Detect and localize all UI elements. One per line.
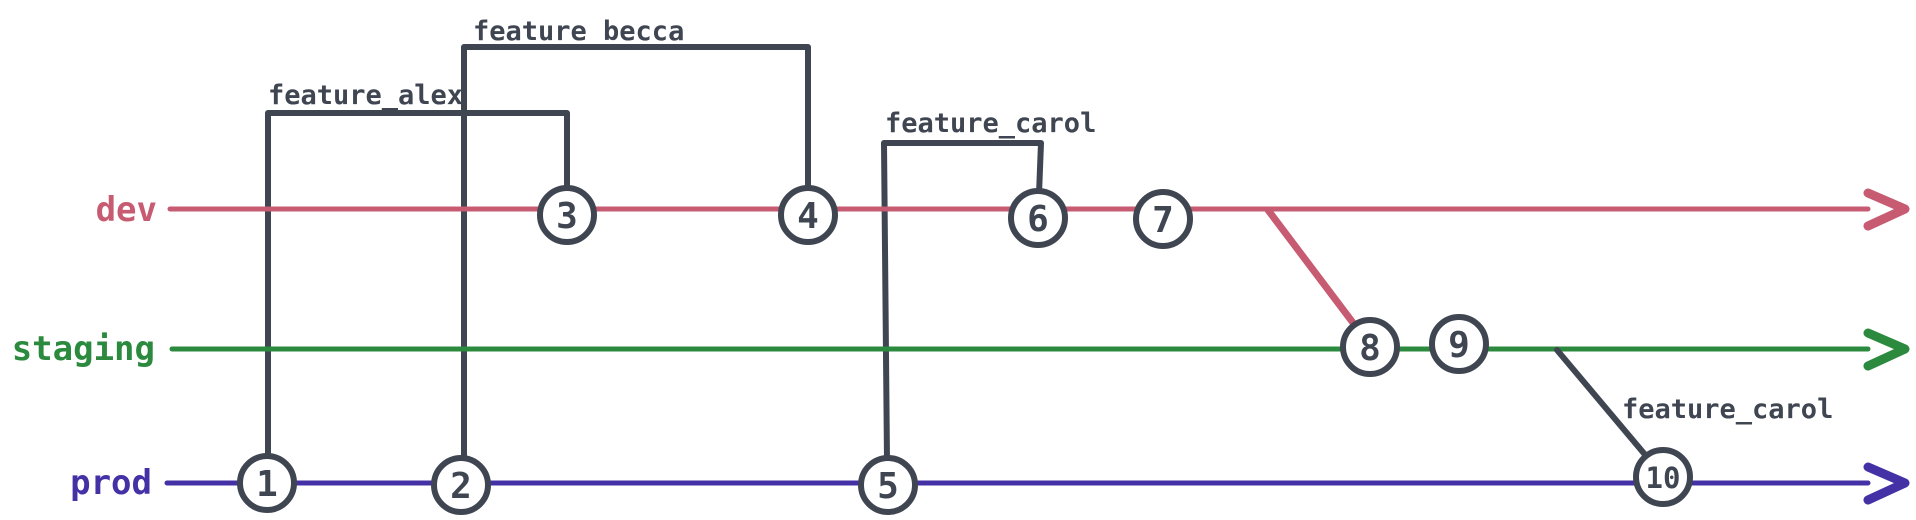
commit-node-4: 4 <box>778 185 838 245</box>
branch-label-dev: dev <box>96 190 157 230</box>
commit-circle-9 <box>1429 314 1489 374</box>
feature-becca-path <box>461 44 811 463</box>
commit-label-4: 4 <box>797 196 819 237</box>
commit-node-5: 5 <box>858 455 918 515</box>
commit-circle-4 <box>778 185 838 245</box>
commit-circle-5 <box>858 455 918 515</box>
commit-node-1: 1 <box>237 453 297 513</box>
commit-label-8: 8 <box>1359 328 1381 369</box>
feature-carol-label: feature_carol <box>885 108 1096 139</box>
commit-label-1: 1 <box>256 464 278 505</box>
dev-arrowhead-icon <box>1863 188 1910 231</box>
commit-label-2: 2 <box>450 466 472 507</box>
feature-carol-release-label: feature_carol <box>1622 394 1833 425</box>
commit-node-3: 3 <box>537 185 597 245</box>
commit-circle-3 <box>537 185 597 245</box>
commit-label-10: 10 <box>1646 461 1681 495</box>
commit-label-5: 5 <box>877 466 899 507</box>
commit-node-7: 7 <box>1133 189 1193 249</box>
commit-label-6: 6 <box>1027 199 1049 240</box>
commit-circle-1 <box>237 453 297 513</box>
commit-label-7: 7 <box>1152 200 1174 241</box>
commit-circle-6 <box>1008 188 1068 248</box>
commit-node-8: 8 <box>1340 317 1400 377</box>
feature-alex-path <box>265 110 570 463</box>
staging-arrowhead-icon <box>1863 328 1910 371</box>
commit-node-6: 6 <box>1008 188 1068 248</box>
commit-node-2: 2 <box>431 455 491 515</box>
commit-circle-7 <box>1133 189 1193 249</box>
commit-node-9: 9 <box>1429 314 1489 374</box>
commit-node-10: 10 <box>1633 447 1693 507</box>
prod-arrowhead-icon <box>1863 462 1910 505</box>
feature-alex-label: feature_alex <box>268 80 463 111</box>
feature-carol-path <box>881 140 1044 464</box>
branch-label-prod: prod <box>70 463 152 503</box>
commit-circle-2 <box>431 455 491 515</box>
commit-label-9: 9 <box>1448 325 1470 366</box>
commit-label-3: 3 <box>556 196 578 237</box>
branch-label-staging: staging <box>12 329 155 369</box>
commit-circle-8 <box>1340 317 1400 377</box>
commit-circle-10 <box>1633 447 1693 507</box>
feature-becca-label: feature_becca <box>473 16 684 47</box>
